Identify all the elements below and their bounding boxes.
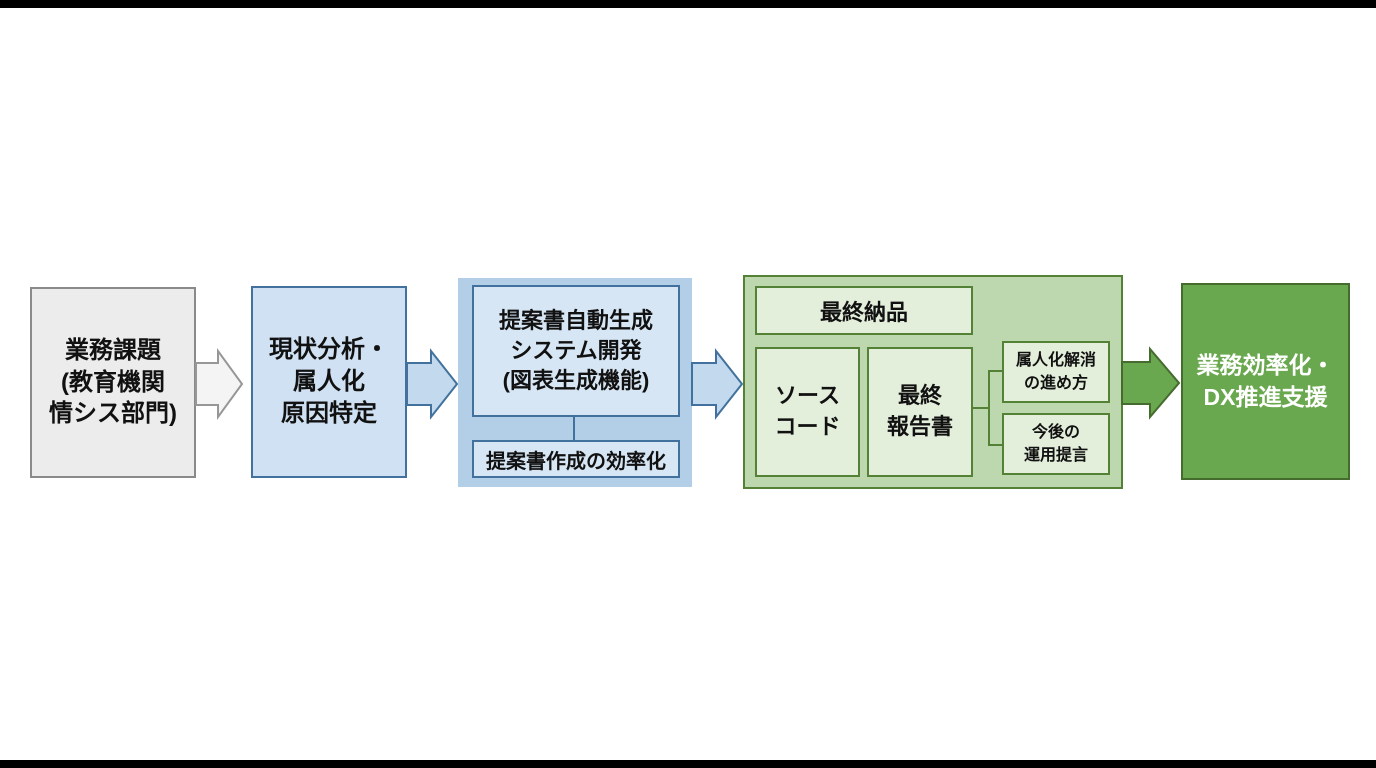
connector-line-vertical	[573, 417, 575, 441]
right-block-arrow-blue-icon	[691, 348, 744, 420]
deliverable-box-final-report: 最終 報告書	[867, 347, 973, 477]
box-label-line: 業務効率化・	[1196, 352, 1335, 379]
box-label-line: 最終	[897, 383, 942, 409]
right-block-arrow-blue-icon	[406, 348, 459, 420]
box-label-line: 提案書自動生成	[498, 308, 653, 334]
box-label-line: の進め方	[1023, 375, 1088, 392]
connector-line-horizontal	[988, 370, 1003, 372]
deliverable-box-depersonalization-steps: 属人化解消 の進め方	[1002, 341, 1110, 403]
deliverable-box-source-code: ソース コード	[755, 347, 860, 477]
box-label-line: 原因特定	[281, 400, 377, 428]
top-letterbox-bar	[0, 0, 1376, 8]
box-label-line: コード	[774, 414, 841, 439]
box-label-line: システム開発	[510, 338, 642, 364]
connector-line-horizontal	[988, 444, 1003, 446]
box-label-line: 運用提言	[1023, 447, 1088, 464]
process-box-system-development: 提案書自動生成 システム開発 (図表生成機能)	[472, 285, 680, 417]
box-label-line: (図表生成機能)	[502, 367, 650, 393]
connector-line-vertical	[988, 370, 990, 446]
box-label-line: 今後の	[1031, 423, 1080, 441]
deliverables-header-box: 最終納品	[755, 286, 973, 335]
right-block-arrow-gray-icon	[195, 348, 244, 420]
box-label-line: 提案書作成の効率化	[486, 450, 666, 473]
process-box-proposal-efficiency: 提案書作成の効率化	[472, 440, 680, 478]
box-label-line: 最終納品	[819, 299, 908, 325]
box-label-line: 業務課題	[65, 336, 161, 364]
box-label-line: ソース	[775, 383, 840, 409]
box-label-line: 属人化解消	[1015, 351, 1096, 369]
right-block-arrow-green-icon	[1121, 346, 1181, 420]
box-label-line: (教育機関	[61, 368, 165, 396]
process-box-current-analysis: 現状分析・ 属人化 原因特定	[251, 286, 407, 478]
process-box-goal-dx-support: 業務効率化・ DX推進支援	[1181, 283, 1350, 480]
box-label-line: 属人化	[293, 367, 365, 395]
box-label-line: DX推進支援	[1203, 383, 1328, 410]
box-label-line: 情シス部門)	[49, 400, 177, 428]
deliverable-box-future-operation: 今後の 運用提言	[1002, 413, 1110, 475]
box-label-line: 現状分析・	[269, 335, 389, 363]
box-label-line: 報告書	[886, 414, 953, 439]
bottom-letterbox-bar	[0, 760, 1376, 768]
connector-line-horizontal	[973, 407, 990, 409]
process-box-business-issues: 業務課題 (教育機関 情シス部門)	[30, 287, 196, 478]
